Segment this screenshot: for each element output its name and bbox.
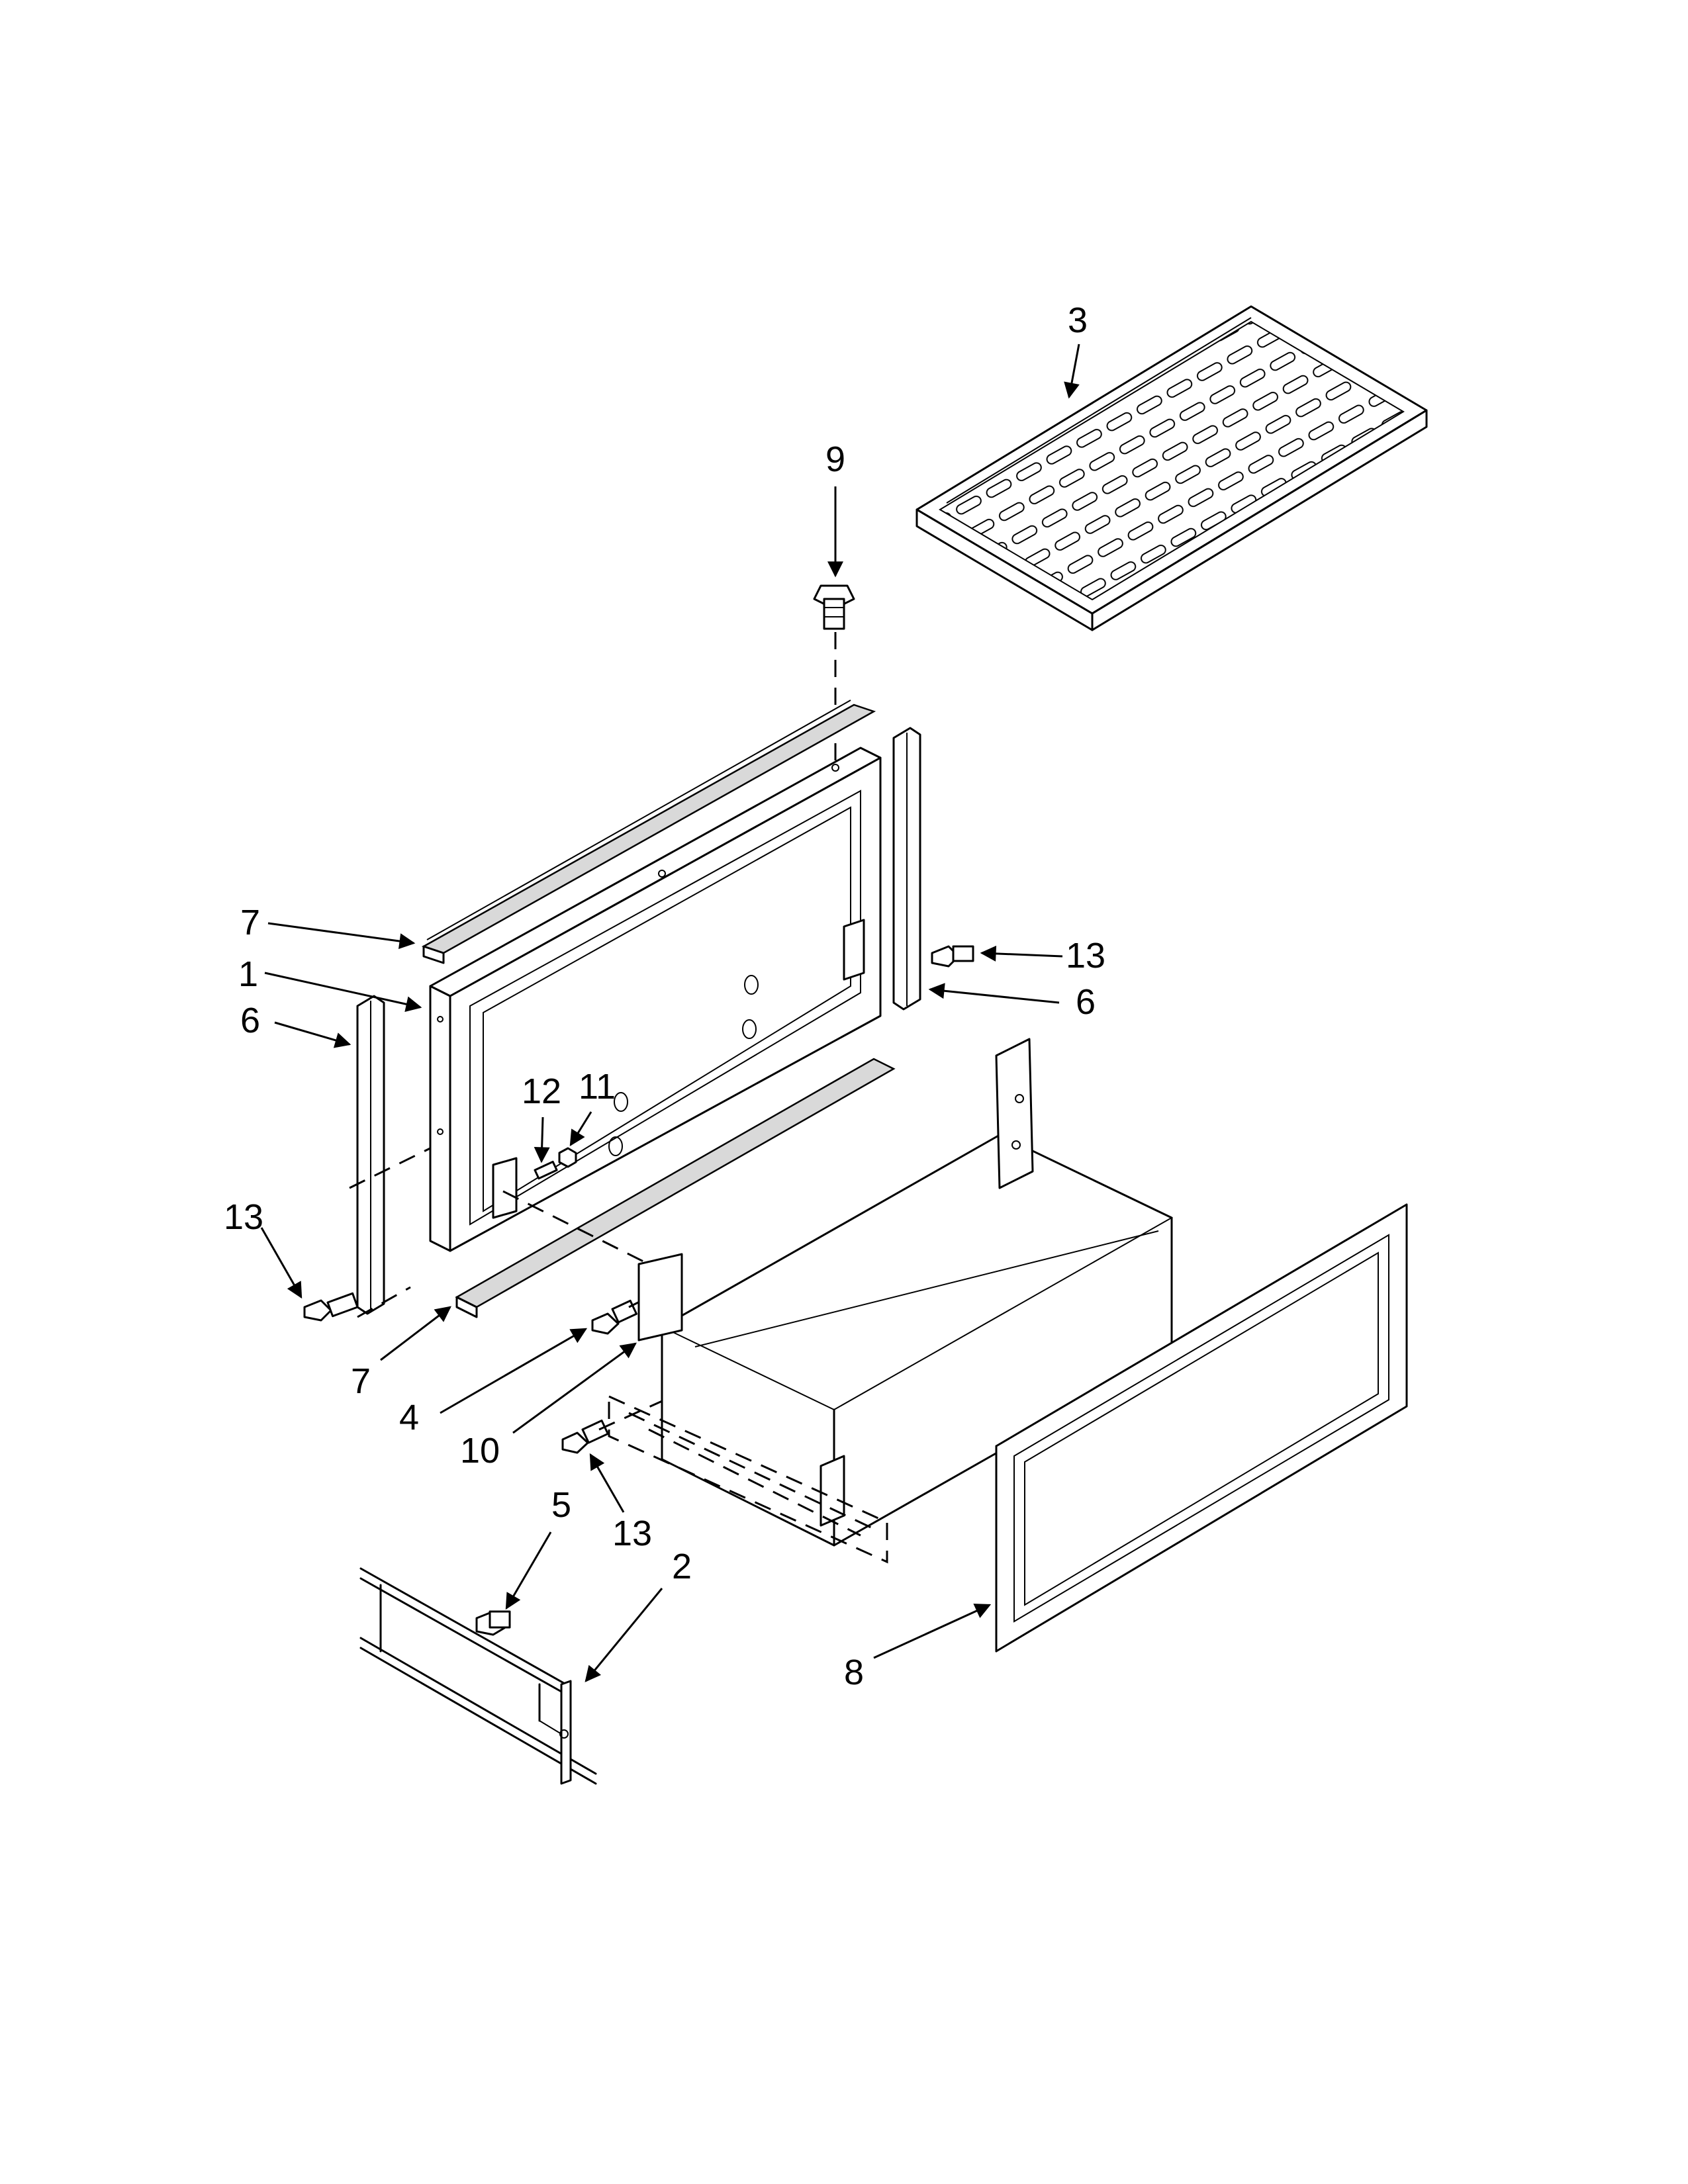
trim-strip-bottom xyxy=(455,1058,896,1318)
drawer-slide-bracket xyxy=(608,1394,888,1564)
screw-left xyxy=(303,1292,359,1322)
screw-top xyxy=(813,584,855,768)
callout-2: 2 xyxy=(672,1547,692,1586)
leader-lines xyxy=(260,343,1080,1682)
callout-labels: 3 9 7 1 6 13 13 6 12 11 7 4 10 13 5 2 8 xyxy=(224,300,1105,1692)
front-panel xyxy=(359,1567,597,1785)
shelf-grille xyxy=(915,305,1428,631)
callout-4: 4 xyxy=(399,1398,419,1437)
side-trim-right xyxy=(892,727,921,1011)
door-gasket xyxy=(995,1203,1408,1653)
callout-13-bottom: 13 xyxy=(612,1514,652,1553)
callout-5: 5 xyxy=(551,1485,571,1525)
screw-right xyxy=(931,945,974,968)
stud-and-nut xyxy=(534,1147,577,1180)
callout-9: 9 xyxy=(825,439,845,479)
callout-7-top: 7 xyxy=(240,903,260,942)
callout-8: 8 xyxy=(844,1653,864,1692)
callout-11: 11 xyxy=(579,1067,616,1107)
callout-10: 10 xyxy=(460,1431,500,1471)
callout-12: 12 xyxy=(522,1071,561,1111)
side-trim-left xyxy=(349,995,431,1318)
trim-strip-top xyxy=(421,700,876,964)
callout-3: 3 xyxy=(1068,300,1088,340)
callout-1: 1 xyxy=(238,954,258,994)
callout-6-right: 6 xyxy=(1076,982,1096,1022)
callout-13-right: 13 xyxy=(1066,936,1105,976)
door-panel xyxy=(429,747,882,1252)
callout-6-left: 6 xyxy=(240,1001,260,1040)
clip-5 xyxy=(475,1610,511,1636)
callout-7-bottom: 7 xyxy=(351,1361,371,1401)
callout-13-left: 13 xyxy=(224,1197,263,1237)
